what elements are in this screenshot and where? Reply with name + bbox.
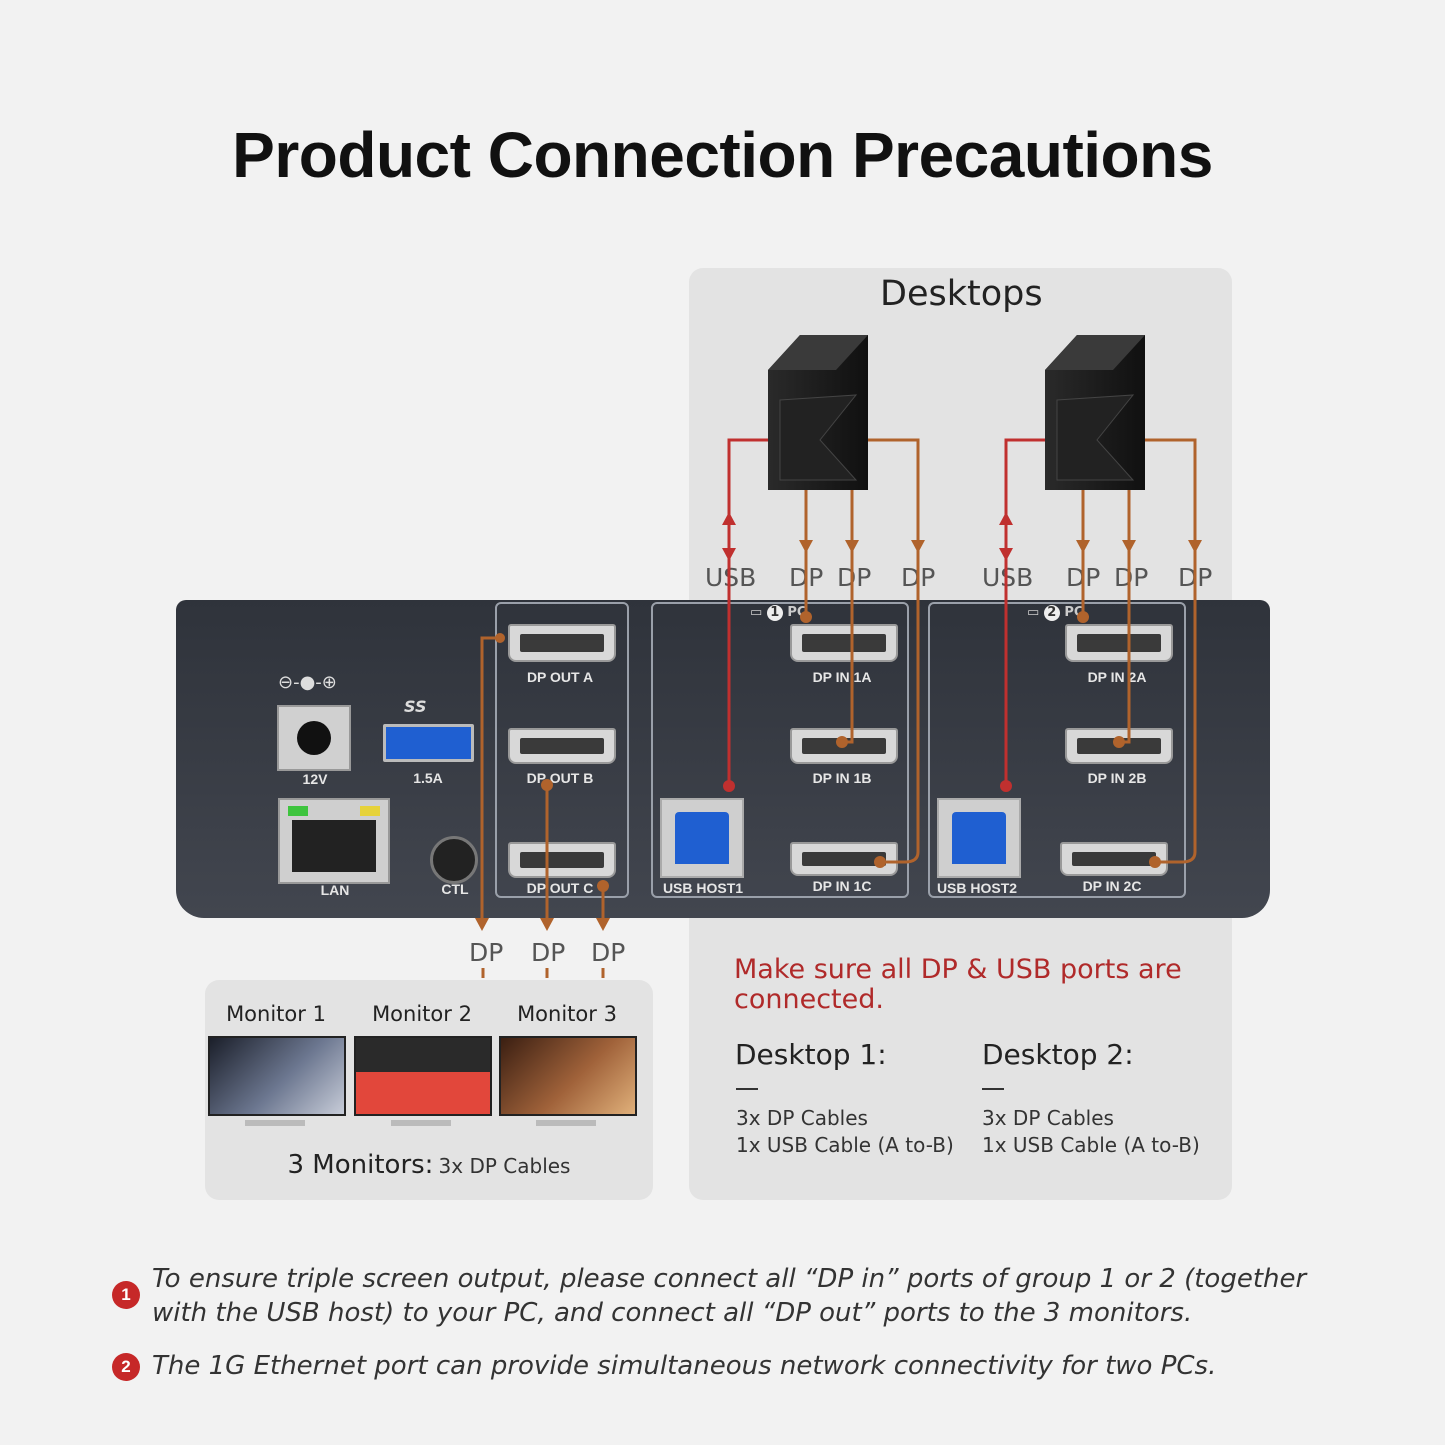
cable-label-usb-pc1: USB [705, 563, 757, 592]
cable-label-usb-pc2: USB [982, 563, 1034, 592]
desktop-2-line-2: 1x USB Cable (A to-B) [982, 1133, 1200, 1157]
dp-in-2b-label: DP IN 2B [1087, 770, 1147, 786]
monitor-icon: ▭ [1027, 605, 1040, 620]
footnote-2-number: 2 [112, 1353, 140, 1381]
monitor-1-stand [245, 1120, 305, 1126]
desktop-tower-2-icon [1045, 335, 1145, 490]
usb-host1-label: USB HOST1 [662, 880, 744, 896]
usb-a-port[interactable] [383, 724, 474, 762]
cable-label-dp-monitor-2: DP [531, 938, 566, 967]
pc2-badge-number: 2 [1043, 605, 1060, 621]
pc1-badge-number: 1 [766, 605, 783, 621]
dp-in-1b-label: DP IN 1B [812, 770, 872, 786]
monitor-icon: ▭ [750, 605, 763, 620]
monitor-1-icon [208, 1036, 346, 1116]
dp-out-a-label: DP OUT A [526, 669, 594, 685]
page-title: Product Connection Precautions [232, 119, 1213, 191]
ctl-label: CTL [441, 881, 469, 897]
cable-label-dp-monitor-3: DP [591, 938, 626, 967]
desktop-tower-1-icon [768, 335, 868, 490]
monitor-2-label: Monitor 2 [372, 1002, 472, 1026]
usb-a-label: 1.5A [413, 770, 443, 786]
dp-out-a-port[interactable] [508, 624, 616, 662]
desktop-1-line-2: 1x USB Cable (A to-B) [736, 1133, 954, 1157]
dp-in-1a-port[interactable] [790, 624, 898, 662]
dp-out-b-port[interactable] [508, 728, 616, 764]
usb-host2-port[interactable] [937, 798, 1021, 878]
pc2-badge: ▭ 2 PC [1027, 605, 1083, 621]
footnote-1-text: To ensure triple screen output, please c… [152, 1264, 1307, 1328]
power-jack[interactable] [277, 705, 351, 771]
dp-in-2a-port[interactable] [1065, 624, 1173, 662]
desktop-1-title: Desktop 1: [735, 1038, 887, 1071]
power-label: 12V [302, 771, 328, 787]
ctl-port[interactable] [430, 836, 478, 884]
monitors-summary-text: 3x DP Cables [438, 1154, 571, 1178]
superspeed-icon: SS [404, 697, 427, 716]
dc-polarity-icon: ⊖-●-⊕ [278, 672, 337, 693]
dp-in-1a-label: DP IN 1A [812, 669, 872, 685]
divider [982, 1088, 1004, 1090]
cable-label-dp-pc1-b: DP [837, 563, 872, 592]
pc1-port-group [651, 602, 909, 898]
connection-warning: Make sure all DP & USB ports are connect… [734, 954, 1182, 1015]
monitor-2-stand [391, 1120, 451, 1126]
cable-label-dp-monitor-1: DP [469, 938, 504, 967]
divider [736, 1088, 758, 1090]
usb-host2-label: USB HOST2 [936, 880, 1018, 896]
dp-out-c-port[interactable] [508, 842, 616, 878]
cable-label-dp-pc2-b: DP [1114, 563, 1149, 592]
monitors-summary-bold: 3 Monitors: [287, 1150, 434, 1180]
monitor-3-label: Monitor 3 [517, 1002, 617, 1026]
desktop-1-line-1: 3x DP Cables [736, 1106, 868, 1130]
footnote-2-text: The 1G Ethernet port can provide simulta… [152, 1351, 1217, 1381]
dp-in-2c-label: DP IN 2C [1082, 878, 1142, 894]
desktop-2-line-1: 3x DP Cables [982, 1106, 1114, 1130]
desktop-2-title: Desktop 2: [982, 1038, 1134, 1071]
monitors-summary: 3 Monitors: 3x DP Cables [205, 1150, 653, 1180]
desktops-heading: Desktops [880, 274, 1043, 314]
dp-in-2a-label: DP IN 2A [1087, 669, 1147, 685]
lan-port[interactable] [278, 798, 390, 884]
monitor-3-icon [499, 1036, 637, 1116]
lan-label: LAN [320, 882, 350, 898]
dp-out-group [495, 602, 629, 898]
monitor-1-label: Monitor 1 [226, 1002, 326, 1026]
dp-in-1c-label: DP IN 1C [812, 878, 872, 894]
pc2-port-group [928, 602, 1186, 898]
usb-host1-port[interactable] [660, 798, 744, 878]
monitor-3-stand [536, 1120, 596, 1126]
monitor-2-icon [354, 1036, 492, 1116]
footnote-1-number: 1 [112, 1281, 140, 1309]
dp-out-c-label: DP OUT C [526, 880, 594, 896]
